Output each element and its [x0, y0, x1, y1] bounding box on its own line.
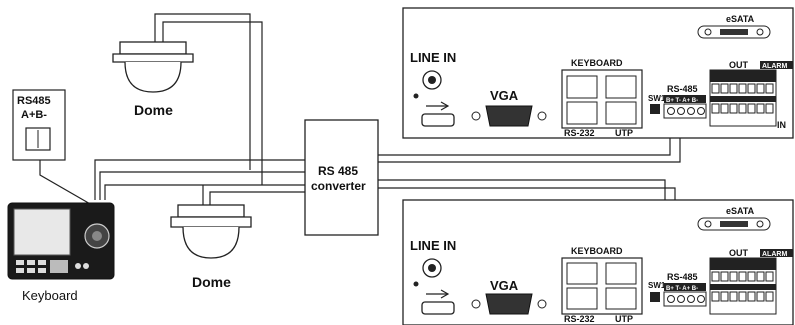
keyboard-jack-1: [566, 75, 598, 99]
dvr-top-rs485-pins: B+ T- A+ B-: [666, 98, 698, 104]
dvr-top-utp: UTP: [615, 128, 633, 138]
keyboard-device: Keyboard: [7, 202, 115, 303]
rs232-jack: [566, 287, 598, 310]
converter-label-1: RS 485: [318, 164, 358, 178]
dvr-bottom-line-in: LINE IN: [410, 238, 456, 253]
keyboard-label: Keyboard: [22, 288, 78, 303]
dvr-top-line-in: LINE IN: [410, 50, 456, 65]
dome-camera-bottom: Dome: [170, 204, 252, 290]
dvr-bottom-sw1: SW1: [648, 281, 666, 290]
dome-bottom-label: Dome: [192, 274, 231, 290]
usb-icon: [426, 101, 450, 111]
vga-port: [485, 293, 533, 315]
keyboard-jack-2: [605, 75, 637, 99]
keyboard-screen: [13, 208, 71, 256]
dvr-top-esata: eSATA: [726, 14, 755, 24]
usb-icon: [426, 289, 450, 299]
rs232-jack: [566, 101, 598, 125]
usb-port: [421, 301, 455, 315]
keyboard-jack-2: [605, 262, 637, 285]
dvr-bottom-alarm: ALARM: [762, 251, 787, 258]
rs485-pin-label: A+B-: [21, 109, 47, 121]
dvr-top-rs232: RS-232: [564, 128, 595, 138]
dvr-top-sw1: SW1: [648, 94, 666, 103]
dvr-bottom-keyboard: KEYBOARD: [571, 246, 623, 256]
usb-port: [421, 113, 455, 127]
dvr-top-out: OUT: [729, 60, 749, 70]
dvr-panel-bottom: LINE IN VGA KEYBOARD RS-232 UTP eSATA SW…: [402, 199, 794, 325]
sw1-switch: [650, 104, 660, 114]
dvr-bottom-rs232: RS-232: [564, 314, 595, 324]
rs485-converter: RS 485 converter: [304, 119, 379, 236]
keypad-icon: [16, 260, 89, 273]
dvr-top-alarm: ALARM: [762, 63, 787, 70]
dvr-top-vga: VGA: [490, 88, 519, 103]
sw1-switch: [650, 292, 660, 302]
dvr-bottom-esata: eSATA: [726, 206, 755, 216]
utp-jack: [605, 101, 637, 125]
utp-jack: [605, 287, 637, 310]
rs485-port-label: RS485: [17, 95, 51, 107]
dvr-top-rs485: RS-485: [667, 84, 698, 94]
dvr-bottom-vga: VGA: [490, 278, 519, 293]
dvr-panel-top: LINE IN VGA KEYBOARD RS-232 UTP eSATA SW…: [402, 7, 794, 139]
dvr-bottom-utp: UTP: [615, 314, 633, 324]
dvr-top-keyboard: KEYBOARD: [571, 58, 623, 68]
dome-camera-top: Dome: [112, 41, 194, 118]
dvr-bottom-rs485-pins: B+ T- A+ B-: [666, 286, 698, 292]
keyboard-jack-1: [566, 262, 598, 285]
dvr-top-in: IN: [777, 120, 786, 130]
dvr-bottom-rs485: RS-485: [667, 272, 698, 282]
dvr-bottom-out: OUT: [729, 248, 749, 258]
converter-label-2: converter: [311, 179, 366, 193]
rs485-port-inset: RS485 A+B-: [12, 89, 66, 161]
dome-top-label: Dome: [134, 102, 173, 118]
vga-port: [485, 105, 533, 127]
